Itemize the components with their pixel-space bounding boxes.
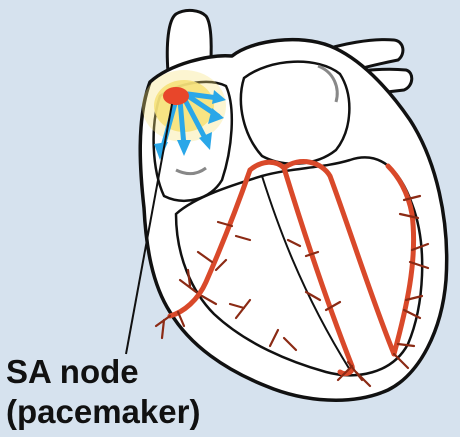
- sa-node-label: SA node: [6, 354, 139, 390]
- pacemaker-label: (pacemaker): [6, 394, 200, 430]
- sa-node: [163, 87, 189, 105]
